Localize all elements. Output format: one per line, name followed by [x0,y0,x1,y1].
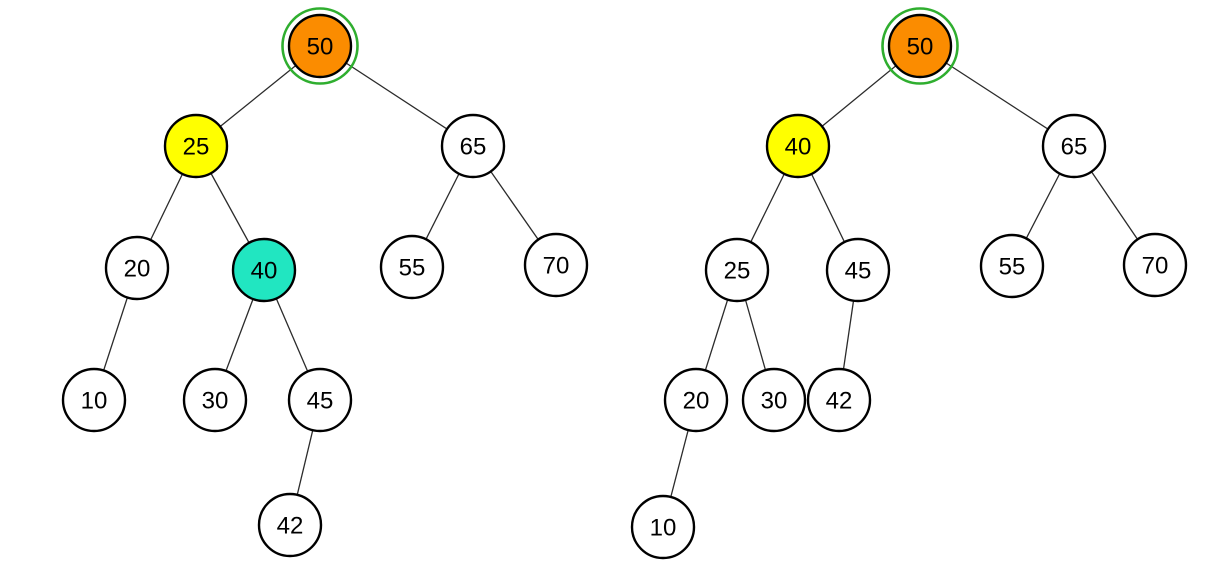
node-label: 20 [683,388,710,415]
tree-node-right-45: 45 [825,237,891,303]
tree-node-left-10: 10 [61,367,127,433]
tree-node-left-40: 40 [231,237,297,303]
tree-node-right-65: 65 [1041,113,1107,179]
tree-node-left-25: 25 [163,113,229,179]
node-label: 40 [785,134,812,161]
node-circle [287,367,353,433]
node-label: 40 [251,258,278,285]
tree-left: 50 25 65 20 40 55 70 10 30 45 42 [61,7,589,558]
tree-node-left-45: 45 [287,367,353,433]
node-label: 30 [761,388,788,415]
node-label: 70 [543,253,570,280]
tree-node-right-10: 10 [630,494,696,560]
node-circle [523,232,589,298]
node-circle [663,367,729,433]
node-label: 10 [650,515,677,542]
node-circle [61,367,127,433]
node-label: 50 [307,34,334,61]
node-label: 25 [724,258,751,285]
node-circle [630,494,696,560]
node-label: 30 [202,388,229,415]
node-circle [287,13,353,79]
node-circle [379,234,445,300]
node-label: 45 [845,258,872,285]
node-label: 42 [277,513,304,540]
tree-node-right-40: 40 [765,113,831,179]
node-label: 70 [1142,253,1169,280]
node-circle [257,492,323,558]
tree-node-left-30: 30 [182,367,248,433]
node-circle [182,367,248,433]
node-label: 50 [907,34,934,61]
tree-node-right-20: 20 [663,367,729,433]
node-circle [765,113,831,179]
node-circle [1041,113,1107,179]
node-label: 45 [307,388,334,415]
node-label: 42 [826,388,853,415]
tree-node-left-65: 65 [440,113,506,179]
root-ring [881,7,959,85]
tree-right: 50 40 65 25 45 55 70 20 30 42 10 [630,7,1188,560]
node-circle [825,237,891,303]
node-circle [887,13,953,79]
root-ring [281,7,359,85]
tree-node-right-30: 30 [741,367,807,433]
node-label: 20 [124,256,151,283]
tree-node-left-70: 70 [523,232,589,298]
node-label: 10 [81,388,108,415]
node-label: 55 [399,255,426,282]
node-circle [741,367,807,433]
tree-node-right-55: 55 [979,233,1045,299]
tree-node-left-20: 20 [104,235,170,301]
node-label: 65 [1061,134,1088,161]
tree-node-right-50: 50 [881,7,959,85]
node-label: 25 [183,134,210,161]
node-circle [440,113,506,179]
node-circle [231,237,297,303]
node-circle [1122,232,1188,298]
tree-node-left-42: 42 [257,492,323,558]
tree-node-left-50: 50 [281,7,359,85]
tree-node-right-42: 42 [806,367,872,433]
node-circle [806,367,872,433]
tree-node-right-70: 70 [1122,232,1188,298]
node-circle [104,235,170,301]
node-circle [704,237,770,303]
node-circle [979,233,1045,299]
node-label: 65 [460,134,487,161]
tree-node-left-55: 55 [379,234,445,300]
tree-node-right-25: 25 [704,237,770,303]
node-label: 55 [999,254,1026,281]
node-circle [163,113,229,179]
